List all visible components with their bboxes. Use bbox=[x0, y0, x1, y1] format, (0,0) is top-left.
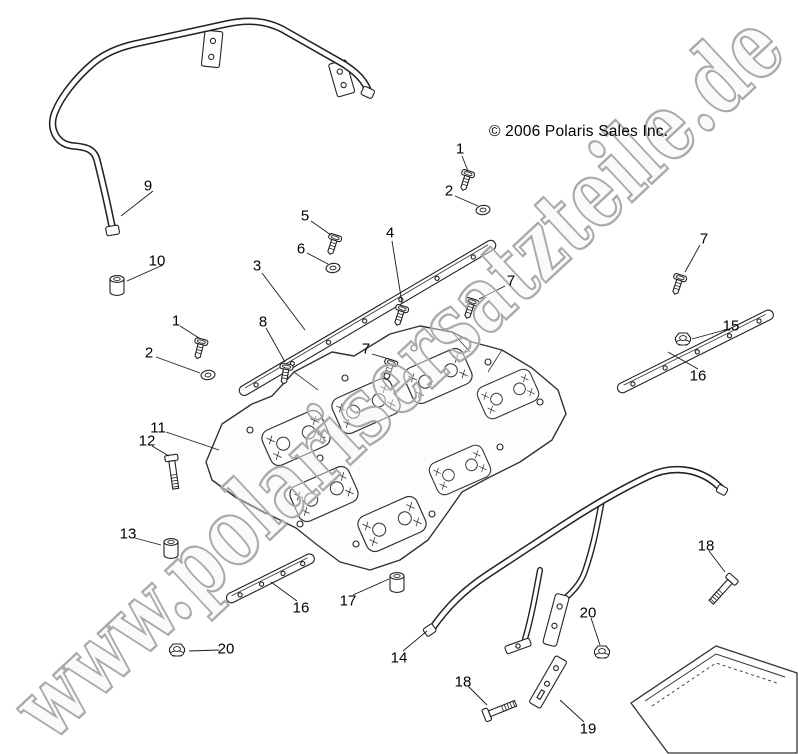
callout-3: 3 bbox=[252, 257, 262, 275]
callout-16: 16 bbox=[689, 367, 707, 385]
callout-12: 12 bbox=[138, 432, 156, 450]
leader-lines bbox=[120, 155, 726, 723]
callout-9: 9 bbox=[143, 177, 153, 195]
callout-2: 2 bbox=[444, 182, 454, 200]
mount-strip-bottom-left bbox=[225, 553, 315, 604]
callout-19: 19 bbox=[579, 720, 597, 738]
callout-20: 20 bbox=[217, 640, 235, 658]
front-rail bbox=[48, 17, 376, 237]
callout-18: 18 bbox=[697, 537, 715, 555]
callout-13: 13 bbox=[119, 525, 137, 543]
seat-panel bbox=[630, 645, 798, 754]
callout-7: 7 bbox=[506, 272, 516, 290]
callout-11: 11 bbox=[150, 419, 166, 437]
copyright-notice: © 2006 Polaris Sales Inc. bbox=[489, 123, 669, 140]
callout-10: 10 bbox=[148, 252, 166, 270]
bracket-plate bbox=[529, 655, 567, 709]
callout-14: 14 bbox=[390, 649, 408, 667]
callout-5: 5 bbox=[300, 207, 310, 225]
callout-7: 7 bbox=[361, 340, 371, 358]
mount-strip-right bbox=[616, 309, 774, 394]
callout-18: 18 bbox=[454, 673, 472, 691]
rear-rail bbox=[422, 465, 729, 655]
rack-body bbox=[205, 325, 567, 571]
callout-17: 17 bbox=[339, 592, 357, 610]
callout-1: 1 bbox=[171, 312, 181, 330]
callout-20: 20 bbox=[579, 604, 597, 622]
callout-4: 4 bbox=[385, 224, 395, 242]
callout-2: 2 bbox=[144, 344, 154, 362]
callout-8: 8 bbox=[258, 313, 268, 331]
callout-6: 6 bbox=[296, 240, 306, 258]
callout-16: 16 bbox=[292, 599, 310, 617]
callout-1: 1 bbox=[455, 140, 465, 158]
callout-15: 15 bbox=[722, 317, 740, 335]
callout-7: 7 bbox=[699, 230, 709, 248]
